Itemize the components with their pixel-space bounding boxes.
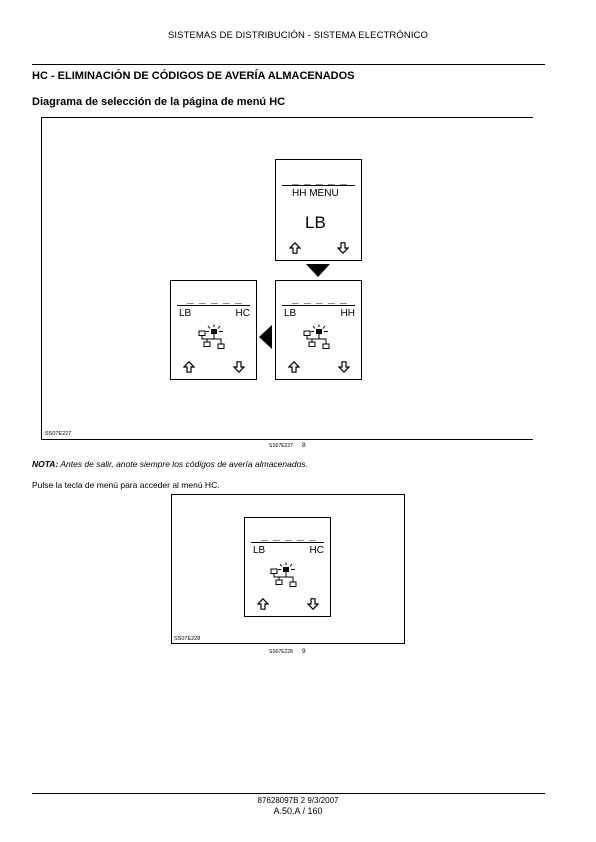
arrow-up-icon bbox=[289, 242, 301, 254]
arrow-up-icon bbox=[288, 361, 300, 373]
instruction-text: Pulse la tecla de menú para acceder al m… bbox=[32, 480, 220, 490]
network-fault-icon bbox=[269, 562, 303, 590]
screen-divider bbox=[282, 185, 355, 186]
screen-divider bbox=[251, 542, 324, 543]
screen-label-right: HH bbox=[340, 308, 355, 319]
screen-lb-hc: _ _ _ _ _ LB HC bbox=[170, 280, 257, 380]
figure-2-id: SS07E228 bbox=[174, 636, 201, 642]
figure-2-frame: _ _ _ _ _ LB HC SS07E228 bbox=[171, 494, 405, 644]
footer-rule bbox=[32, 793, 545, 794]
note-label: NOTA: bbox=[32, 459, 59, 469]
screen-label-left: LB bbox=[253, 545, 266, 556]
screen-divider bbox=[282, 305, 355, 306]
screen-dashes: _ _ _ _ _ bbox=[292, 291, 348, 305]
figure-2-caption-code: SS07E228 bbox=[269, 649, 293, 655]
screen-label-left: LB bbox=[179, 308, 192, 319]
figure-1-caption-code: SS07E227 bbox=[269, 443, 293, 449]
screen-label-left: LB bbox=[284, 308, 297, 319]
screen-label-right: HC bbox=[309, 545, 324, 556]
running-header: SISTEMAS DE DISTRIBUCIÓN - SISTEMA ELECT… bbox=[167, 30, 429, 41]
network-fault-icon bbox=[197, 324, 231, 352]
note: NOTA: Antes de salir, anote siempre los … bbox=[32, 459, 308, 469]
screen-dashes: _ _ _ _ _ bbox=[187, 291, 243, 305]
diagram-subtitle: Diagrama de selección de la página de me… bbox=[32, 96, 286, 108]
arrow-up-icon bbox=[183, 361, 195, 373]
arrow-down-icon bbox=[307, 598, 319, 610]
screen-dashes: _ _ _ _ _ bbox=[261, 528, 317, 542]
screen-value-lb: LB bbox=[305, 213, 326, 232]
figure-1-frame: _ _ _ _ _ HH MENU LB _ _ _ _ _ LB HH _ _… bbox=[41, 117, 533, 440]
screen-lb-hc: _ _ _ _ _ LB HC bbox=[244, 517, 331, 617]
figure-1-id: SS07E227 bbox=[45, 431, 72, 437]
footer-page-number: A.50.A / 160 bbox=[273, 806, 323, 816]
note-text: Antes de salir, anote siempre los código… bbox=[58, 459, 308, 469]
footer-doc-ref: 87628097B 2 9/3/2007 bbox=[257, 796, 339, 805]
triangle-left-icon bbox=[259, 325, 272, 349]
figure-2-number: 9 bbox=[302, 648, 306, 655]
screen-hh-menu: _ _ _ _ _ HH MENU LB bbox=[275, 159, 362, 261]
header-rule bbox=[32, 64, 545, 65]
screen-dashes: _ _ _ _ _ bbox=[292, 172, 348, 186]
screen-title-hh-menu: HH MENU bbox=[292, 188, 339, 199]
figure-1-number: 8 bbox=[302, 442, 306, 449]
section-title: HC - ELIMINACIÓN DE CÓDIGOS DE AVERÍA AL… bbox=[32, 70, 355, 82]
network-fault-icon bbox=[302, 324, 336, 352]
arrow-down-icon bbox=[337, 242, 349, 254]
arrow-down-icon bbox=[233, 361, 245, 373]
arrow-down-icon bbox=[338, 361, 350, 373]
screen-label-right: HC bbox=[235, 308, 250, 319]
screen-divider bbox=[177, 305, 250, 306]
arrow-up-icon bbox=[257, 598, 269, 610]
triangle-down-icon bbox=[306, 264, 330, 277]
screen-lb-hh: _ _ _ _ _ LB HH bbox=[275, 280, 362, 380]
